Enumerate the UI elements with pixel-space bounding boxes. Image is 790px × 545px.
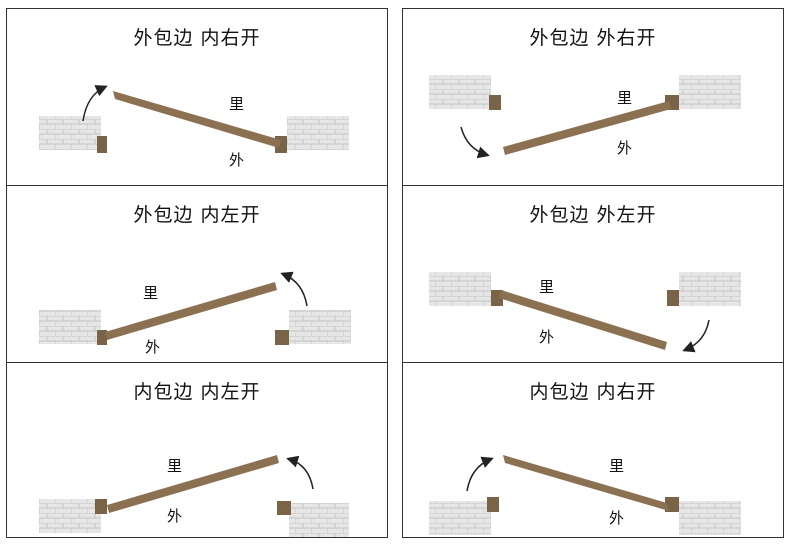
inner-label: 里 xyxy=(617,89,633,107)
right-frame xyxy=(665,497,679,512)
door-leaf xyxy=(503,455,669,511)
panel-title: 外包边 外右开 xyxy=(529,27,657,49)
inner-label: 里 xyxy=(539,278,555,296)
left-wall xyxy=(39,116,101,150)
open-arrow-icon xyxy=(466,456,494,492)
left-frame xyxy=(95,499,107,514)
right-column: 外包边 外右开 里 外 外包边 外左开 里 外 内包边 内右开 xyxy=(402,8,784,538)
right-frame xyxy=(275,330,289,345)
panel-0: 外包边 内右开 里 外 xyxy=(7,9,387,185)
divider xyxy=(7,185,387,186)
open-arrow-icon xyxy=(682,319,710,353)
open-arrow-icon xyxy=(280,271,308,307)
right-wall xyxy=(289,310,351,344)
door-diagram xyxy=(39,85,349,153)
right-wall xyxy=(289,503,349,537)
door-diagram xyxy=(429,455,741,535)
door-leaf xyxy=(105,282,277,340)
left-wall xyxy=(39,499,101,533)
panel-title: 内包边 内左开 xyxy=(133,381,261,403)
panel-title: 外包边 外左开 xyxy=(529,204,657,226)
inner-label: 里 xyxy=(609,457,625,475)
door-leaf xyxy=(499,290,667,350)
inner-label: 里 xyxy=(229,95,245,113)
panel-1: 外包边 外右开 里 外 xyxy=(403,9,783,185)
divider xyxy=(7,362,387,363)
door-diagram xyxy=(429,75,741,159)
right-wall xyxy=(679,75,741,109)
left-wall xyxy=(39,310,101,344)
door-leaf xyxy=(503,101,671,155)
right-wall xyxy=(679,272,741,306)
open-arrow-icon xyxy=(460,126,490,159)
left-frame xyxy=(489,95,501,110)
left-column: 外包边 内右开 里 外 外包边 内左开 xyxy=(6,8,388,538)
open-arrow-icon xyxy=(286,455,314,490)
left-wall xyxy=(429,75,491,109)
right-wall xyxy=(679,501,741,535)
outer-label: 外 xyxy=(539,328,555,346)
divider xyxy=(403,185,783,186)
outer-label: 外 xyxy=(617,139,633,157)
door-leaf xyxy=(113,91,281,148)
open-arrow-icon xyxy=(82,85,108,122)
right-frame xyxy=(667,290,679,306)
left-frame xyxy=(487,497,499,512)
left-wall xyxy=(429,272,491,306)
door-diagram xyxy=(429,272,741,353)
right-wall xyxy=(287,116,349,150)
panel-3: 外包边 外左开 里 外 xyxy=(403,186,783,362)
right-frame xyxy=(277,501,291,515)
panel-title: 外包边 内左开 xyxy=(133,204,261,226)
panel-2: 外包边 内左开 里 外 xyxy=(7,186,387,362)
panel-title: 外包边 内右开 xyxy=(133,27,261,49)
outer-label: 外 xyxy=(167,507,183,525)
door-diagram xyxy=(39,271,351,345)
divider xyxy=(403,362,783,363)
panel-5: 内包边 内右开 里 外 xyxy=(403,363,783,537)
left-wall xyxy=(429,501,491,535)
outer-label: 外 xyxy=(229,151,245,169)
outer-label: 外 xyxy=(609,509,625,527)
panel-title: 内包边 内右开 xyxy=(529,381,657,403)
left-frame xyxy=(97,136,107,153)
door-diagram xyxy=(39,455,349,537)
inner-label: 里 xyxy=(143,284,159,302)
door-leaf xyxy=(107,455,279,513)
left-frame xyxy=(97,330,107,345)
panel-4: 内包边 内左开 里 外 xyxy=(7,363,387,537)
inner-label: 里 xyxy=(167,457,183,475)
outer-label: 外 xyxy=(145,338,161,356)
